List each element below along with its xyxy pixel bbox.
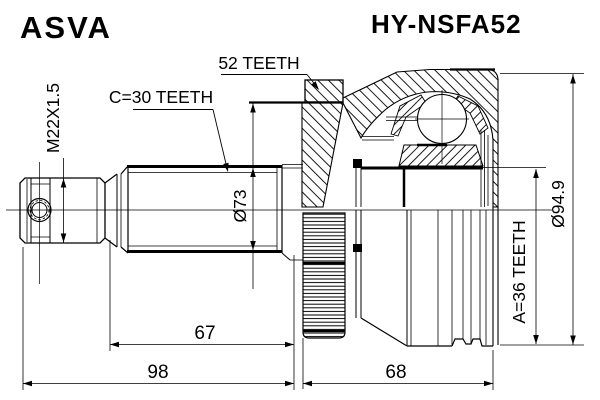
shaft-neck <box>104 165 129 254</box>
housing-external-view <box>302 207 499 347</box>
abs-ring-external <box>302 212 346 339</box>
thread-circle <box>29 200 50 220</box>
abs-ring-section <box>304 79 344 103</box>
leader-52-teeth <box>221 74 319 90</box>
brand-logo: ASVA <box>20 10 112 45</box>
housing-dome-section <box>342 68 499 208</box>
dimension-98 <box>22 247 294 390</box>
dim-text-67: 67 <box>194 323 215 344</box>
part-number-title: HY-NSFA52 <box>371 9 522 39</box>
leader-c30-teeth <box>133 109 229 172</box>
label-a36-teeth: A=36 TEETH <box>509 220 529 323</box>
dim-text-68: 68 <box>385 362 406 383</box>
dimension-dia-94-9 <box>500 73 584 346</box>
threaded-stub <box>19 177 106 244</box>
dimension-a36 <box>483 167 546 344</box>
cross-hole-inner <box>31 202 48 218</box>
label-c30-teeth: C=30 TEETH <box>109 87 213 107</box>
cross-hole-outer <box>27 197 52 223</box>
housing-section <box>249 68 499 208</box>
thread-dimension <box>60 158 67 243</box>
dimension-68 <box>302 338 494 390</box>
joint-internals <box>353 92 489 252</box>
dimension-67 <box>109 240 295 390</box>
clamp-groove-mark <box>353 244 362 252</box>
dim-text-98: 98 <box>147 362 168 383</box>
label-m22-thread: M22X1.5 <box>43 83 63 153</box>
dimension-dia-73 <box>250 102 256 289</box>
inner-race-section <box>398 144 484 167</box>
snap-ring-section <box>353 159 362 168</box>
label-52-teeth: 52 TEETH <box>218 53 299 73</box>
label-dia-94-9: Ø94.9 <box>548 180 568 228</box>
label-dia-73: Ø73 <box>230 189 250 222</box>
